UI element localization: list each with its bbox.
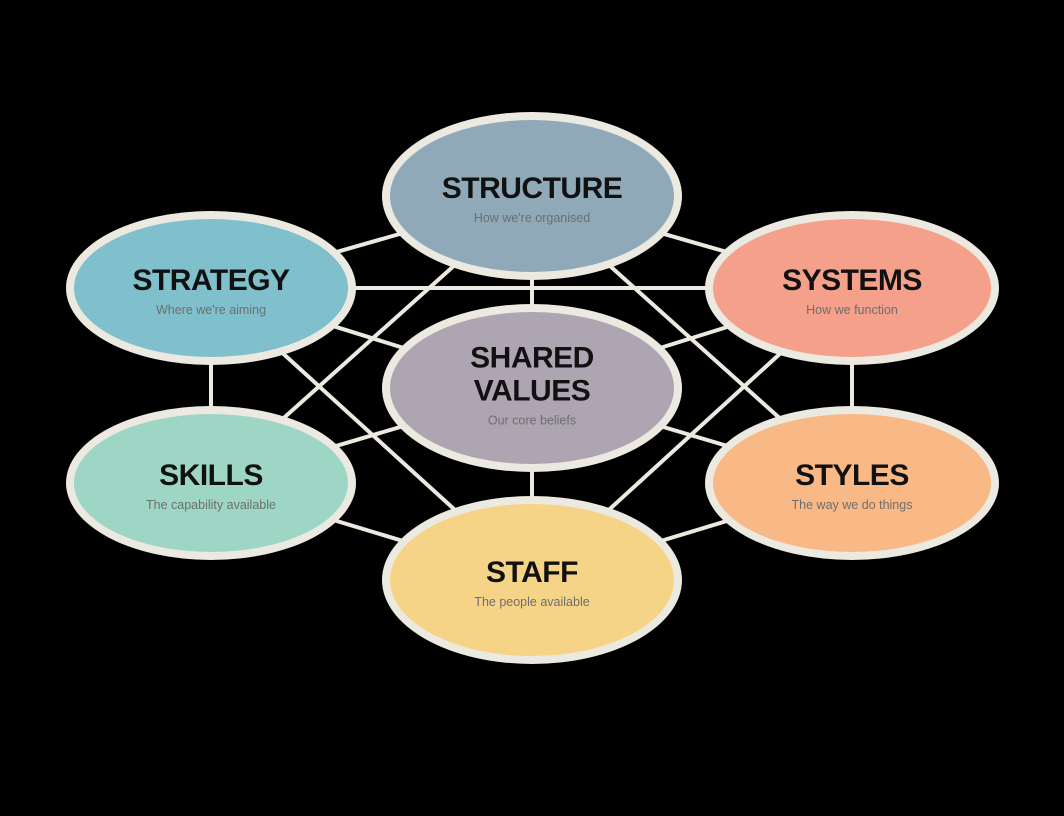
- node-title: STYLES: [795, 459, 909, 492]
- node-fill: [390, 504, 674, 656]
- node-subtitle: The people available: [474, 595, 589, 609]
- node-subtitle: The way we do things: [792, 498, 913, 512]
- node-staff: STAFF The people available: [382, 496, 682, 664]
- node-fill: [390, 120, 674, 272]
- node-fill: [713, 219, 991, 357]
- node-title: SHARED: [470, 342, 594, 375]
- node-structure: STRUCTURE How we're organised: [382, 112, 682, 280]
- node-title: STRATEGY: [132, 264, 290, 297]
- node-styles: STYLES The way we do things: [705, 406, 999, 560]
- node-fill: [713, 414, 991, 552]
- node-title: VALUES: [474, 375, 590, 408]
- node-strategy: STRATEGY Where we're aiming: [66, 211, 356, 365]
- node-title: STRUCTURE: [442, 172, 623, 205]
- node-skills: SKILLS The capability available: [66, 406, 356, 560]
- node-subtitle: Where we're aiming: [156, 303, 266, 317]
- node-title: SKILLS: [159, 459, 263, 492]
- node-fill: [390, 312, 674, 464]
- node-systems: SYSTEMS How we function: [705, 211, 999, 365]
- node-title: STAFF: [486, 556, 578, 589]
- node-subtitle: How we're organised: [474, 211, 590, 225]
- node-title: SYSTEMS: [782, 264, 922, 297]
- node-fill: [74, 414, 348, 552]
- node-fill: [74, 219, 348, 357]
- node-subtitle: Our core beliefs: [488, 414, 576, 428]
- node-subtitle: The capability available: [146, 498, 276, 512]
- node-subtitle: How we function: [806, 303, 898, 317]
